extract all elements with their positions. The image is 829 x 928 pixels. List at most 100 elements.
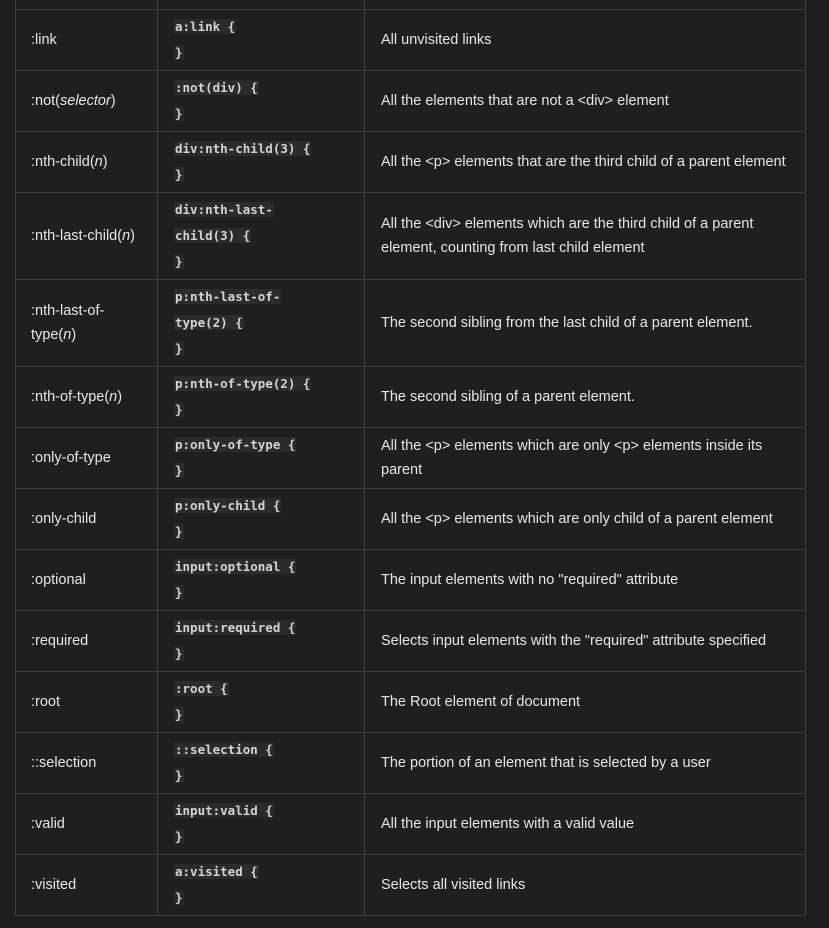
table-row: :link a:link {} All unvisited links	[15, 9, 806, 71]
table-row: :visited a:visited {} Selects all visited …	[15, 854, 806, 916]
code-example: :root {}	[174, 676, 348, 728]
selector-cell: :only-child	[15, 488, 158, 550]
example-cell: a:visited {}	[157, 854, 365, 916]
selector-table-wrapper: :link a:link {} All unvisited links :not(se…	[15, 0, 806, 916]
selector-suffix: )	[130, 228, 135, 244]
selector-text: :nth-child(	[31, 154, 95, 170]
example-cell: :root {}	[157, 671, 365, 733]
description-cell: All the <p> elements that are the third …	[364, 131, 806, 193]
css-selector-table: :link a:link {} All unvisited links :not(se…	[15, 0, 806, 916]
selector-text: :not(	[31, 93, 61, 109]
code-line: }	[174, 890, 184, 905]
code-line: p:only-of-type {	[174, 437, 297, 452]
selector-text: :root	[31, 694, 61, 710]
table-row: :optional input:optional {} The input elem…	[15, 549, 806, 611]
selector-cell: :nth-last-child(n)	[15, 192, 158, 280]
selector-text: :nth-last-child(	[31, 228, 123, 244]
example-cell: p:nth-last-of-type(2) {}	[157, 279, 365, 367]
selector-cell: :root	[15, 671, 158, 733]
example-cell: input:valid {}	[157, 793, 365, 855]
table-row: ::selection::selection {}The portion of …	[15, 732, 806, 794]
code-example: input:required {}	[174, 615, 348, 667]
selector-text: :nth-of-type(	[31, 389, 110, 405]
code-line: a:visited {	[174, 864, 259, 879]
description-cell: All the input elements with a valid valu…	[364, 793, 806, 855]
table-row-partial	[15, 0, 806, 10]
code-line: }	[174, 341, 184, 356]
code-line: }	[174, 585, 184, 600]
description-cell: All the <p> elements which are only chil…	[364, 488, 806, 550]
code-example: a:visited {}	[174, 859, 348, 911]
selector-cell: :not(selector)	[15, 70, 158, 132]
selector-cell: :link	[15, 9, 158, 71]
example-cell: p:only-of-type {}	[157, 427, 365, 489]
description-cell: The second sibling from the last child o…	[364, 279, 806, 367]
selector-text: :required	[31, 633, 89, 649]
selector-text: :optional	[31, 572, 86, 588]
table-row: :not(selector):not(div) {}All the elemen…	[15, 70, 806, 132]
selector-text: :visited	[31, 877, 77, 893]
selector-cell: :only-of-type	[15, 427, 158, 489]
selector-argument: n	[122, 228, 131, 244]
example-cell: :not(div) {}	[157, 70, 365, 132]
selector-argument: selector	[60, 93, 111, 109]
selector-cell: :required	[15, 610, 158, 672]
code-line: }	[174, 254, 184, 269]
code-example: div:nth-last-child(3) {}	[174, 197, 348, 275]
code-example: div:nth-child(3) {}	[174, 136, 348, 188]
selector-suffix: )	[71, 327, 77, 343]
selector-argument: n	[63, 327, 72, 343]
selector-cell: :valid	[15, 793, 158, 855]
code-example: a:link {}	[174, 14, 348, 66]
example-cell: a:link {}	[157, 9, 365, 71]
code-line: }	[174, 829, 184, 844]
example-cell: div:nth-child(3) {}	[157, 131, 365, 193]
selector-cell	[15, 0, 158, 10]
code-line: :root {	[174, 681, 229, 696]
description-cell	[364, 0, 806, 10]
selector-cell: :visited	[15, 854, 158, 916]
table-row: :only-child p:only-child {}All the <p> el…	[15, 488, 806, 550]
code-line: :not(div) {	[174, 80, 259, 95]
code-example: p:nth-last-of-type(2) {}	[174, 284, 348, 362]
code-line: }	[174, 106, 184, 121]
selector-argument: n	[94, 154, 103, 170]
code-example: input:optional {}	[174, 554, 348, 606]
code-line: input:valid {	[174, 803, 274, 818]
selector-cell: :nth-last-of-type(n)	[15, 279, 158, 367]
description-cell: The input elements with no "required" at…	[364, 549, 806, 611]
example-cell: p:only-child {}	[157, 488, 365, 550]
code-line: input:required {	[174, 620, 297, 635]
table-row: :nth-last-of-type(n)p:nth-last-of-type(2…	[15, 279, 806, 367]
code-line: p:nth-last-of-	[174, 289, 282, 304]
example-cell: ::selection {}	[157, 732, 365, 794]
code-example: p:nth-of-type(2) {}	[174, 371, 348, 423]
table-row: :root :root {} The Root element of documen…	[15, 671, 806, 733]
code-line: ::selection {	[174, 742, 274, 757]
selector-text: :only-child	[31, 511, 97, 527]
code-line: }	[174, 707, 184, 722]
selector-text: :link	[31, 32, 57, 48]
code-line: }	[174, 167, 184, 182]
code-example: ::selection {}	[174, 737, 348, 789]
code-line: p:only-child {	[174, 498, 282, 513]
table-body: :link a:link {} All unvisited links :not(se…	[15, 0, 806, 916]
selector-text: :valid	[31, 816, 65, 832]
description-cell: Selects all visited links	[364, 854, 806, 916]
example-cell: input:optional {}	[157, 549, 365, 611]
code-line: p:nth-of-type(2) {	[174, 376, 312, 391]
description-cell: The Root element of document	[364, 671, 806, 733]
description-cell: All the <div> elements which are the thi…	[364, 192, 806, 280]
code-line: }	[174, 646, 184, 661]
description-cell: All unvisited links	[364, 9, 806, 71]
selector-cell: :nth-of-type(n)	[15, 366, 158, 428]
table-row: :nth-child(n) div:nth-child(3) {} All the …	[15, 131, 806, 193]
selector-suffix: )	[102, 154, 108, 170]
code-line: }	[174, 402, 184, 417]
selector-suffix: )	[117, 389, 123, 405]
selector-cell: :optional	[15, 549, 158, 611]
description-cell: The portion of an element that is select…	[364, 732, 806, 794]
